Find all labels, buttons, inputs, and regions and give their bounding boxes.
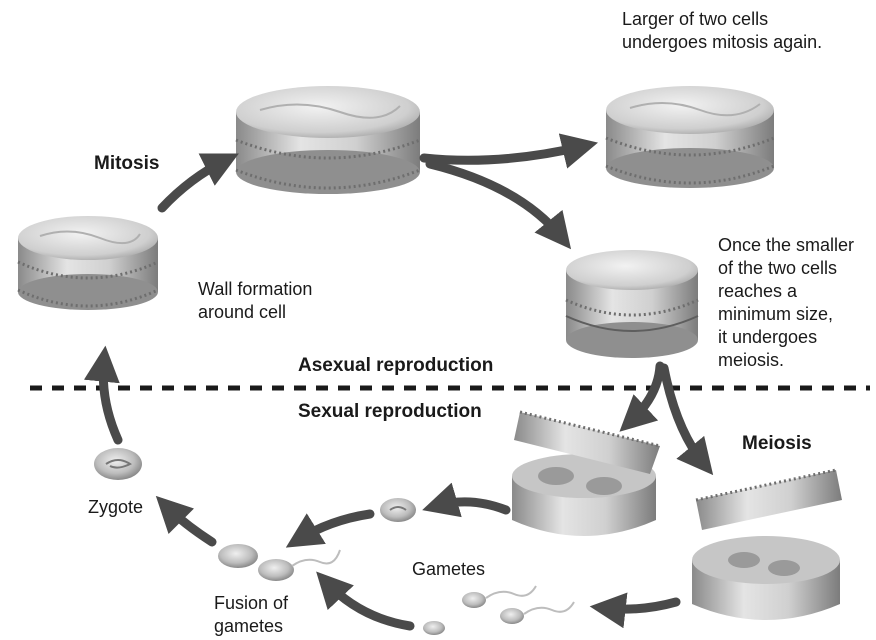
caption-line: Once the smaller bbox=[718, 234, 854, 257]
gamete-cell-egg bbox=[380, 498, 416, 522]
cell-larger-daughter bbox=[606, 86, 774, 188]
arrow-to-smaller-cell bbox=[430, 164, 562, 238]
caption-line: around cell bbox=[198, 301, 312, 324]
arrow-to-sperm-gametes bbox=[604, 602, 676, 609]
caption-line: reaches a bbox=[718, 280, 854, 303]
arrow-to-larger-cell bbox=[424, 146, 584, 160]
meiosis-open-cell-upper bbox=[512, 412, 660, 536]
caption-line: gametes bbox=[214, 615, 288, 638]
sperm-gametes bbox=[423, 586, 574, 635]
caption-line: Larger of two cells bbox=[622, 8, 822, 31]
arrow-to-meiosis-lower bbox=[664, 368, 704, 464]
caption-line: Fusion of bbox=[214, 592, 288, 615]
arrow-to-mitosis bbox=[162, 160, 226, 208]
gametes-label: Gametes bbox=[412, 558, 485, 581]
caption-line: Wall formation bbox=[198, 278, 312, 301]
arrow-to-meiosis-upper bbox=[630, 366, 660, 422]
smaller-cell-caption: Once the smaller of the two cells reache… bbox=[718, 234, 854, 372]
cell-smaller-daughter bbox=[566, 250, 698, 358]
arrow-zygote-to-cell bbox=[103, 360, 118, 440]
caption-line: undergoes mitosis again. bbox=[622, 31, 822, 54]
fusing-gametes bbox=[218, 544, 340, 581]
fusion-caption: Fusion of gametes bbox=[214, 592, 288, 638]
caption-line: it undergoes bbox=[718, 326, 854, 349]
cell-after-wall-formation bbox=[18, 216, 158, 310]
larger-cell-caption: Larger of two cells undergoes mitosis ag… bbox=[622, 8, 822, 54]
caption-line: minimum size, bbox=[718, 303, 854, 326]
asexual-reproduction-label: Asexual reproduction bbox=[298, 354, 493, 377]
meiosis-open-cell-lower bbox=[692, 470, 842, 620]
meiosis-label: Meiosis bbox=[742, 432, 812, 455]
mitosis-label: Mitosis bbox=[94, 152, 159, 175]
caption-line: meiosis. bbox=[718, 349, 854, 372]
arrow-egg-to-fusion bbox=[298, 514, 370, 540]
caption-line: of the two cells bbox=[718, 257, 854, 280]
arrow-gametes-to-fusion bbox=[326, 582, 410, 626]
arrow-fusion-to-zygote bbox=[166, 506, 212, 542]
cell-mitosis-parent bbox=[236, 86, 420, 194]
arrow-to-egg-gamete bbox=[436, 502, 506, 510]
zygote-cell bbox=[94, 448, 142, 480]
wall-formation-caption: Wall formation around cell bbox=[198, 278, 312, 324]
sexual-reproduction-label: Sexual reproduction bbox=[298, 400, 482, 423]
zygote-label: Zygote bbox=[88, 496, 143, 519]
